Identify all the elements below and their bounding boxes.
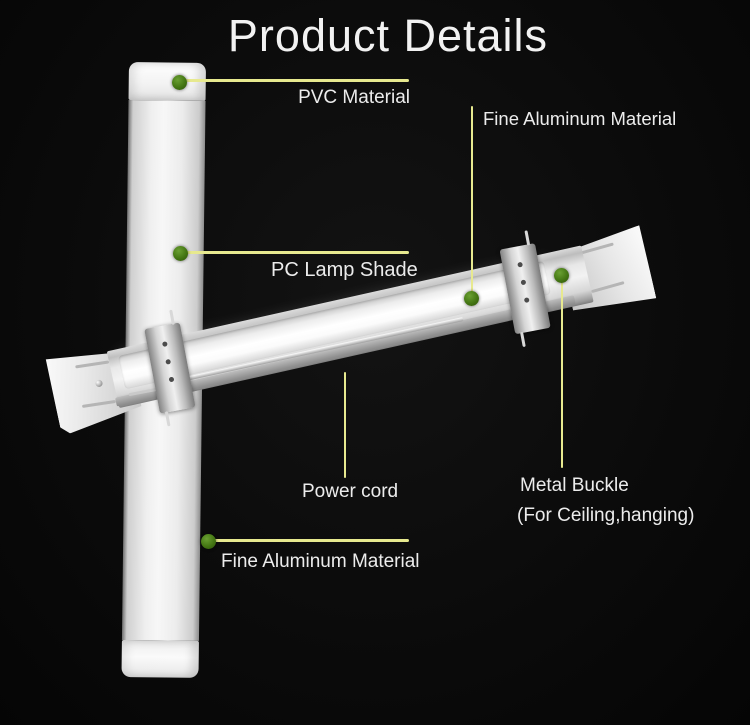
plate-slot xyxy=(82,400,116,408)
buckle-hole xyxy=(165,358,172,365)
label-metal-buckle-note: (For Ceiling,hanging) xyxy=(517,505,695,526)
callout-line-fine-aluminum-top xyxy=(471,106,473,299)
buckle-hole xyxy=(517,261,524,268)
label-fine-aluminum-material-bottom: Fine Aluminum Material xyxy=(221,551,420,572)
buckle-hole xyxy=(520,279,527,286)
screw xyxy=(95,379,103,387)
label-power-cord: Power cord xyxy=(302,481,399,502)
label-fine-aluminum-material-top: Fine Aluminum Material xyxy=(483,108,677,129)
plate-slot xyxy=(591,281,625,293)
anchor-dot-metal-buckle-icon xyxy=(554,268,569,283)
callout-line-pvc xyxy=(185,79,409,82)
buckle-pin xyxy=(520,331,526,348)
plate-slot xyxy=(580,242,614,254)
buckle-hole xyxy=(168,376,175,383)
callout-line-power-cord xyxy=(344,372,346,478)
plate-slot xyxy=(75,360,109,368)
label-pvc-material: PVC Material xyxy=(298,87,410,108)
anchor-dot-pvc-icon xyxy=(172,75,187,90)
page-title: Product Details xyxy=(227,10,549,61)
anchor-dot-fine-aluminum-bottom-icon xyxy=(201,534,216,549)
buckle-hole xyxy=(161,341,168,348)
buckle-hole xyxy=(523,297,530,303)
callout-line-metal-buckle xyxy=(561,282,563,468)
anchor-dot-pc-lamp-shade-icon xyxy=(173,246,188,261)
callout-line-pc-lamp-shade xyxy=(186,251,409,254)
label-pc-lamp-shade: PC Lamp Shade xyxy=(271,259,418,281)
buckle-pin xyxy=(524,230,531,246)
pvc-end-cap-bottom xyxy=(121,639,199,678)
anchor-dot-fine-aluminum-icon xyxy=(464,291,479,306)
label-metal-buckle: Metal Buckle xyxy=(520,475,629,496)
callout-line-fine-aluminum-bottom xyxy=(213,539,409,542)
